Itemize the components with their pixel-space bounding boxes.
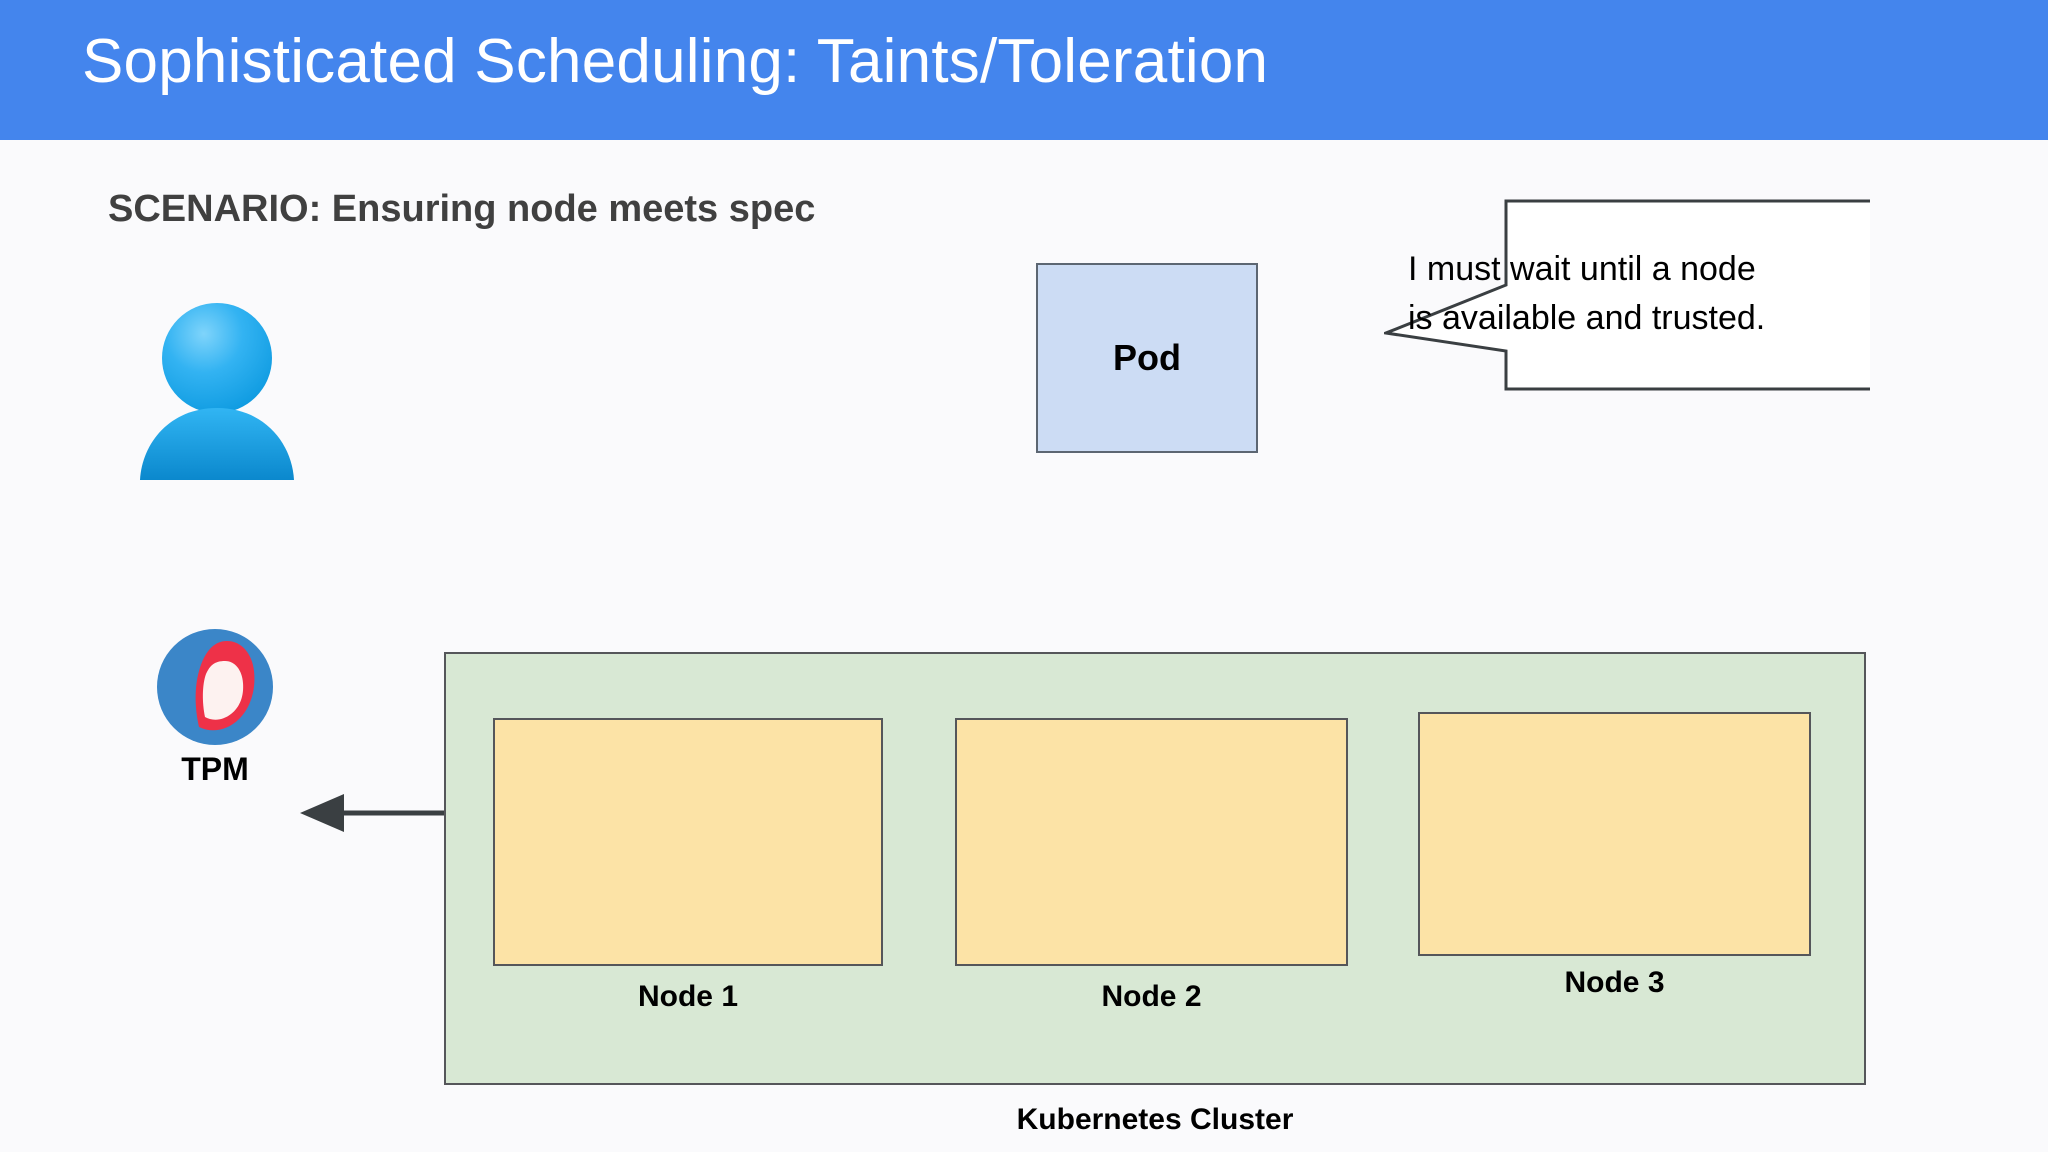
- node-2[interactable]: Node 2: [955, 718, 1348, 1026]
- node-2-box[interactable]: [955, 718, 1348, 966]
- slide-canvas: SCENARIO: Ensuring node meets spec: [0, 140, 2048, 1152]
- tpm-label: TPM: [181, 751, 249, 787]
- pod-box[interactable]: Pod: [1036, 263, 1258, 453]
- speech-bubble-line-1: I must wait until a node: [1408, 250, 1756, 288]
- node-2-label: Node 2: [1101, 980, 1202, 1013]
- page-title: Sophisticated Scheduling: Taints/Tolerat…: [82, 27, 1269, 96]
- tpm-actor: TPM: [145, 627, 285, 807]
- scenario-heading: SCENARIO: Ensuring node meets spec: [108, 188, 816, 230]
- node-1-label: Node 1: [637, 980, 739, 1013]
- speech-bubble-text: I must wait until a node is available an…: [1408, 245, 1848, 343]
- speech-bubble-shape: [1384, 199, 1870, 391]
- user-avatar-icon: [132, 300, 302, 480]
- tpm-icon: [155, 627, 275, 747]
- node-3[interactable]: Node 3: [1418, 712, 1811, 1012]
- node-3-box[interactable]: [1418, 712, 1811, 956]
- node-1[interactable]: Node 1: [493, 718, 883, 1026]
- slide-title-bar: Sophisticated Scheduling: Taints/Tolerat…: [0, 0, 2048, 140]
- kubernetes-cluster-label: Kubernetes Cluster: [1016, 1103, 1294, 1136]
- pod-label: Pod: [1113, 337, 1181, 378]
- node-3-label: Node 3: [1564, 966, 1665, 999]
- node-1-box[interactable]: [493, 718, 883, 966]
- pod-speech-bubble: I must wait until a node is available an…: [1384, 199, 1870, 391]
- speech-bubble-line-2: is available and trusted.: [1408, 299, 1766, 337]
